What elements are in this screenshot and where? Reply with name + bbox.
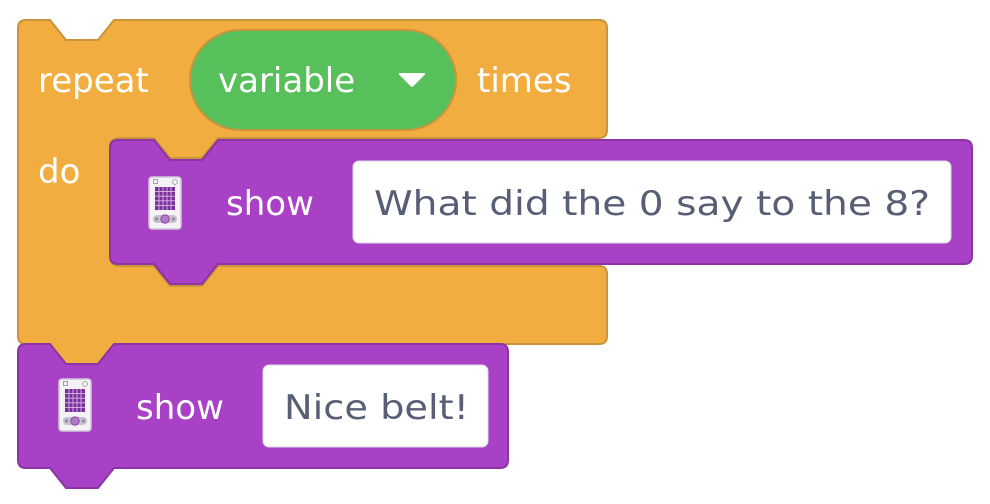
repeat-label: repeat bbox=[38, 61, 149, 101]
variable-pill[interactable] bbox=[189, 29, 457, 131]
text-input-field[interactable]: Nice belt! bbox=[262, 364, 489, 448]
led-matrix-icon bbox=[148, 176, 182, 230]
led-matrix-icon bbox=[58, 378, 92, 432]
text-input-bg[interactable] bbox=[262, 364, 489, 448]
variable-label: variable bbox=[218, 61, 355, 101]
chevron-down-icon bbox=[398, 73, 426, 87]
text-input-bg[interactable] bbox=[352, 160, 952, 244]
show-block-inner[interactable]: show What did the 0 say to the 8? bbox=[109, 139, 973, 285]
variable-dropdown[interactable]: variable bbox=[189, 29, 457, 131]
repeat-block[interactable]: repeat variable times do bbox=[17, 19, 608, 365]
do-label: do bbox=[38, 152, 80, 192]
text-input-value: What did the 0 say to the 8? bbox=[374, 184, 930, 224]
text-input-value: Nice belt! bbox=[284, 388, 469, 428]
show-label: show bbox=[226, 184, 314, 224]
repeat-block-body[interactable] bbox=[17, 19, 608, 365]
show-label: show bbox=[136, 388, 224, 428]
times-label: times bbox=[477, 61, 572, 101]
show-block-outer[interactable]: show Nice belt! bbox=[17, 343, 509, 489]
text-input-field[interactable]: What did the 0 say to the 8? bbox=[352, 160, 952, 244]
